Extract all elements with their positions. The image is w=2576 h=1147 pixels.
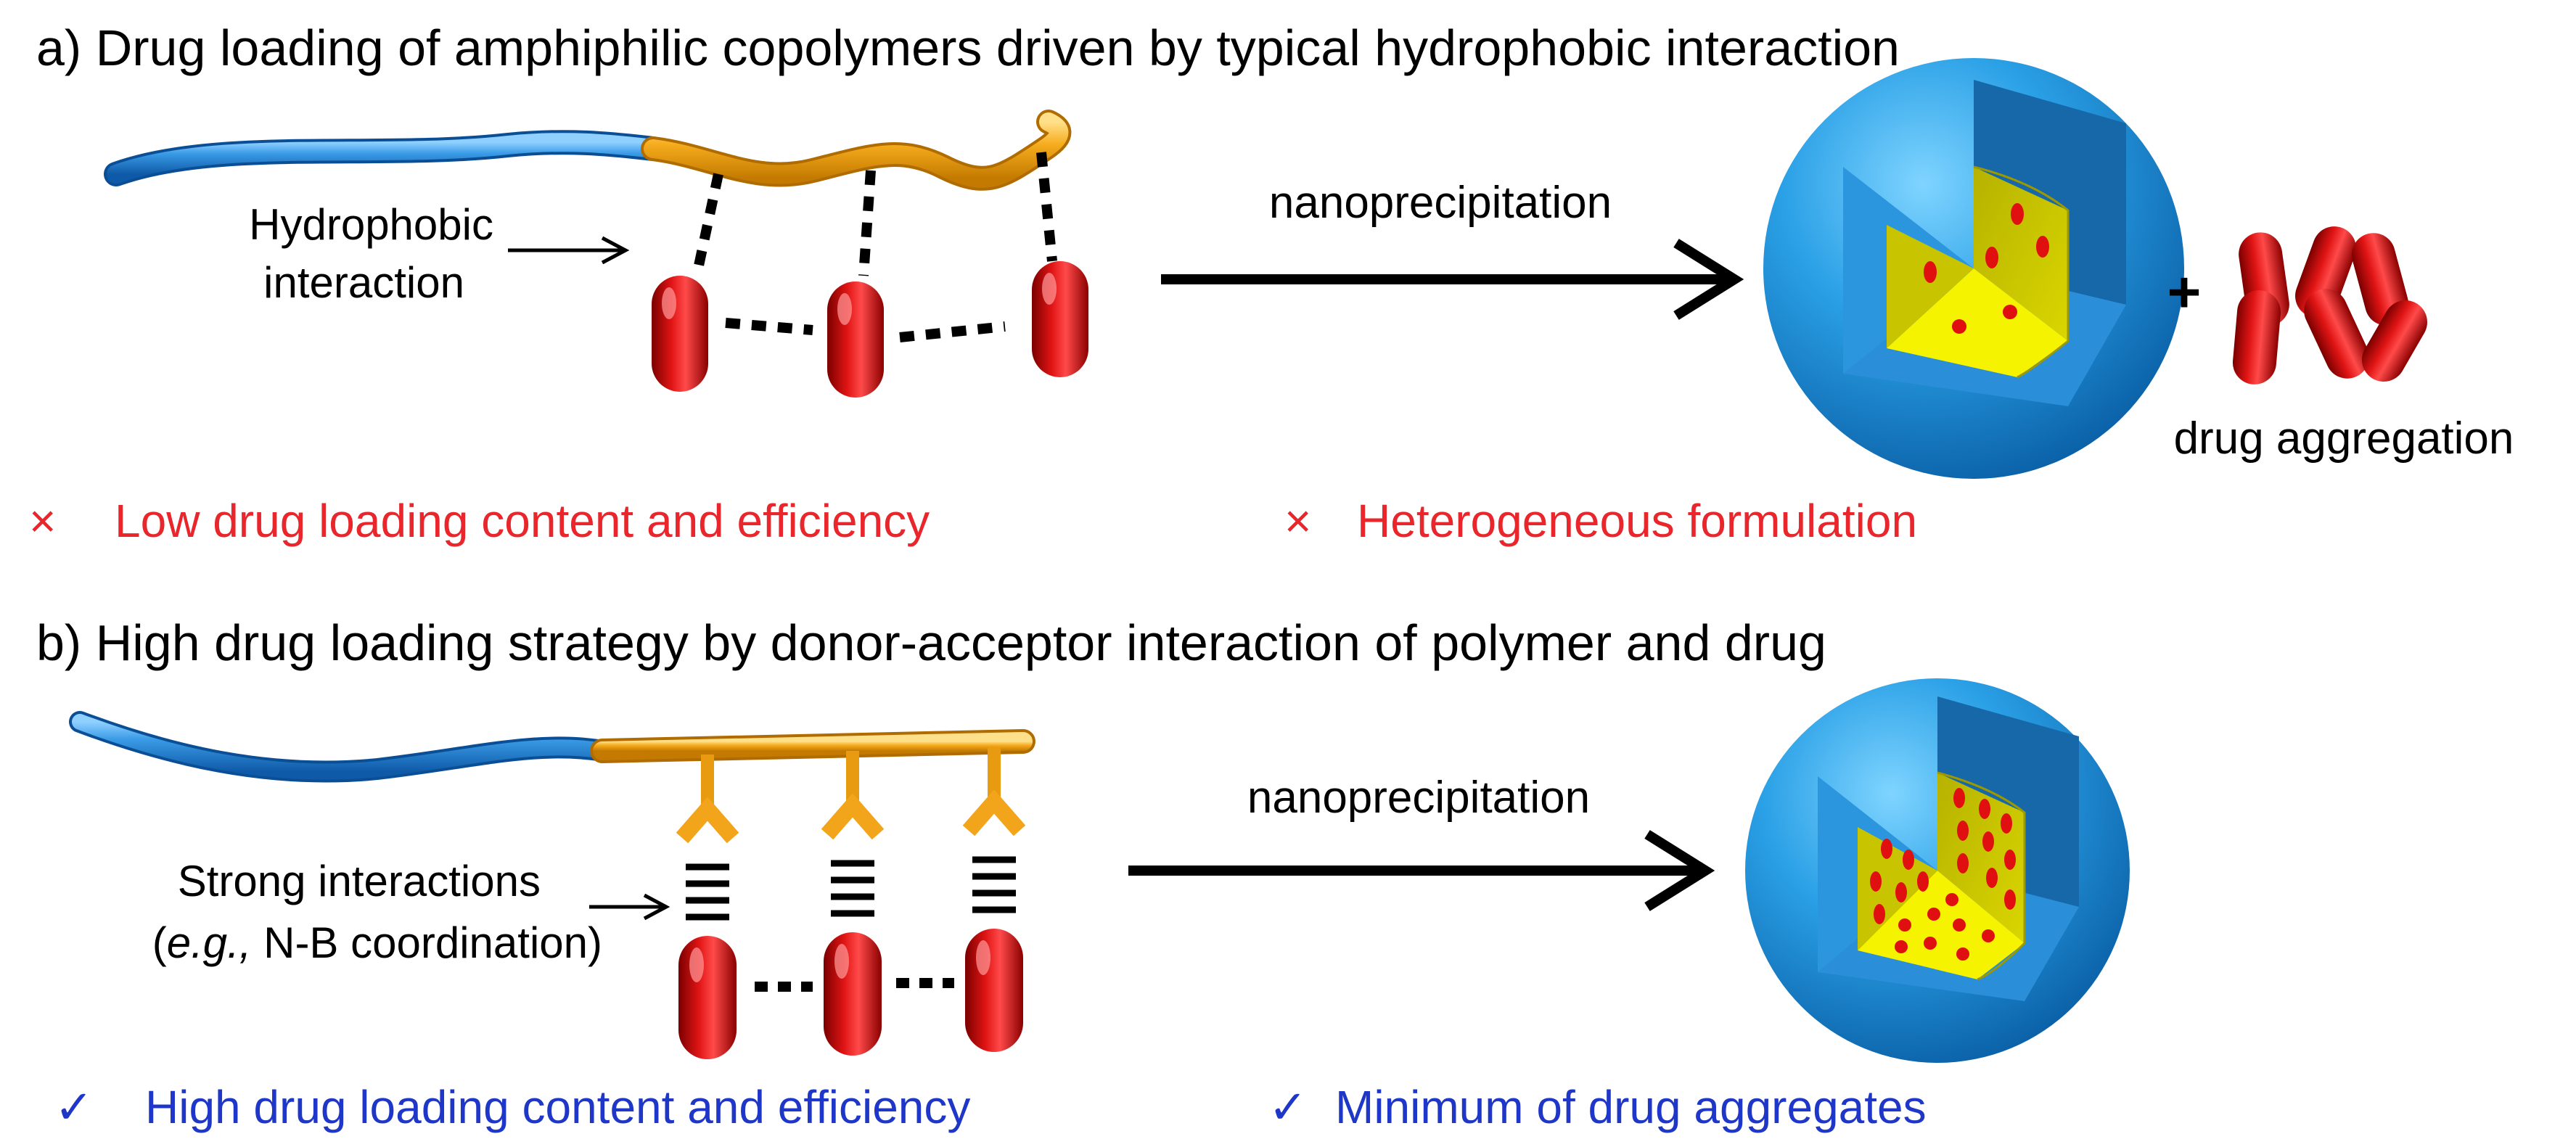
micelle-dense (1745, 678, 2130, 1063)
process-arrow-a (1161, 239, 1744, 320)
pointer-arrow-a (508, 236, 630, 265)
interaction-label-b-open: ( (152, 918, 167, 967)
pro-text-2: Minimum of drug aggregates (1335, 1081, 1927, 1133)
interaction-label-b-line1: Strong interactions (178, 857, 541, 905)
pointer-arrow-b (589, 893, 670, 921)
con-text-1: Low drug loading content and efficiency (115, 495, 930, 547)
plus-sign: + (2167, 260, 2202, 324)
interaction-label-a-line1: Hydrophobic (249, 200, 493, 249)
hydrophilic-block (69, 711, 613, 783)
drug-molecule (1032, 261, 1088, 377)
con-mark-2: × (1284, 495, 1311, 547)
drug-molecule (678, 936, 737, 1059)
pro-mark-2: ✓ (1268, 1081, 1308, 1133)
coordination-bond-lines (686, 856, 1016, 921)
panel-b: b) High drug loading strategy by donor-a… (36, 614, 2130, 1133)
panel-b-title: b) High drug loading strategy by donor-a… (36, 614, 1826, 671)
interaction-label-b-italic: e.g., (167, 918, 252, 967)
hydrophobic-block (590, 729, 1035, 763)
drug-molecule (652, 276, 708, 392)
interaction-label-a-line2: interaction (263, 258, 464, 307)
process-label-b: nanoprecipitation (1247, 773, 1590, 823)
pro-mark-1: ✓ (54, 1081, 94, 1133)
micelle-sparse (1763, 58, 2184, 479)
drug-molecule (824, 932, 882, 1056)
con-mark-1: × (29, 495, 56, 547)
drug-drug-dotted-lines (755, 978, 954, 992)
acceptor-group (821, 751, 885, 840)
process-label-a: nanoprecipitation (1269, 178, 1612, 228)
drug-molecule (965, 929, 1023, 1052)
hydrophobic-interaction-lines (692, 152, 1057, 342)
pro-text-1: High drug loading content and efficiency (145, 1081, 970, 1133)
acceptor-group (676, 755, 739, 844)
drug-molecule (827, 281, 884, 398)
hydrophilic-block (104, 130, 665, 186)
interaction-label-b-rest: N-B coordination) (251, 918, 602, 967)
panel-a: a) Drug loading of amphiphilic copolymer… (29, 20, 2514, 547)
aggregation-label: drug aggregation (2174, 414, 2514, 464)
con-text-2: Heterogeneous formulation (1357, 495, 1917, 547)
process-arrow-b (1128, 830, 1715, 911)
hydrophobic-block (641, 110, 1072, 191)
interaction-label-b-line2: (e.g., N-B coordination) (152, 918, 602, 967)
panel-a-title: a) Drug loading of amphiphilic copolymer… (36, 20, 1900, 76)
acceptor-group (962, 747, 1026, 836)
drug-aggregate-cluster (2232, 226, 2427, 385)
